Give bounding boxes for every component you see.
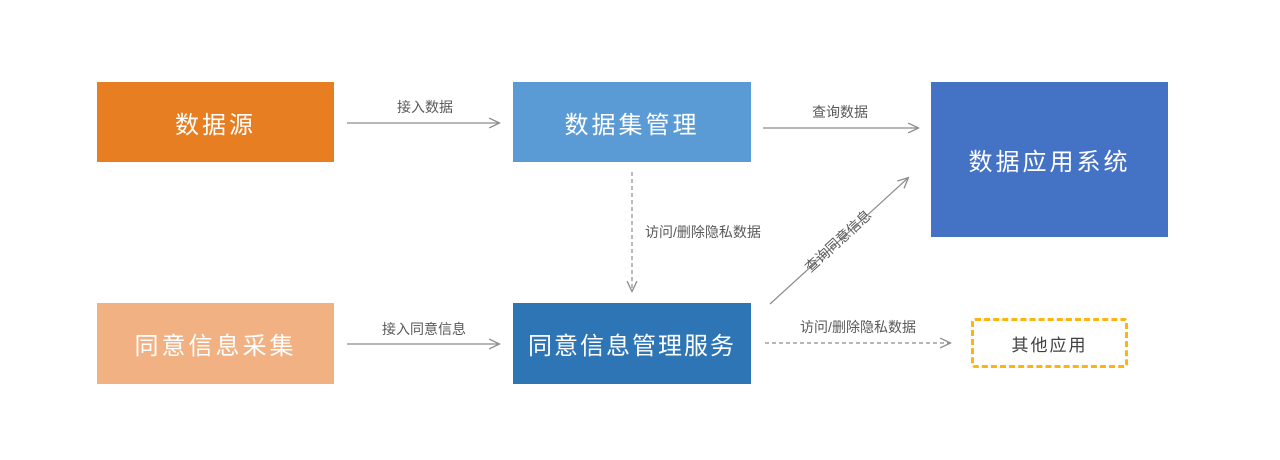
node-data-application-system-label: 数据应用系统 (968, 149, 1131, 176)
edge-label-access-consent-info: 接入同意信息 (382, 321, 466, 337)
edge-label-access-delete-private-horizontal: 访问/删除隐私数据 (800, 319, 916, 335)
node-consent-management-service: 同意信息管理服务 (513, 303, 751, 384)
node-consent-collection: 同意信息采集 (97, 303, 334, 384)
node-data-source-label: 数据源 (175, 111, 256, 139)
node-dataset-management-label: 数据集管理 (564, 111, 700, 139)
node-other-applications-label: 其他应用 (1011, 335, 1088, 355)
node-other-applications: 其他应用 (971, 318, 1128, 368)
edge-label-access-data: 接入数据 (397, 99, 453, 115)
edge-label-access-delete-private-vertical: 访问/删除隐私数据 (645, 224, 761, 240)
edge-label-query-consent-info: 查询同意信息 (801, 206, 875, 276)
node-consent-collection-label: 同意信息采集 (134, 333, 297, 360)
node-data-source: 数据源 (97, 82, 334, 162)
node-dataset-management: 数据集管理 (513, 82, 751, 162)
node-data-application-system: 数据应用系统 (931, 82, 1168, 237)
edge-label-query-data: 查询数据 (812, 104, 868, 120)
node-consent-management-service-label: 同意信息管理服务 (528, 333, 736, 360)
